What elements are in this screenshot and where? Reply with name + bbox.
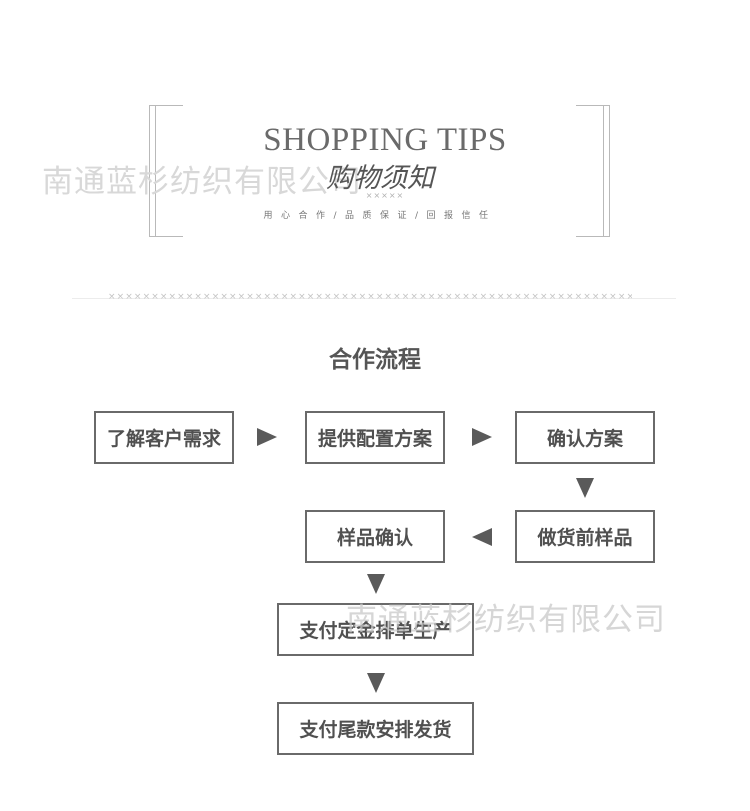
- header-bracket-right: [576, 105, 610, 237]
- arrow-left-icon: [472, 528, 492, 546]
- watermark-company-top: 南通蓝杉纺织有限公司: [42, 164, 362, 200]
- step-deposit-production: 支付定金排单生产: [277, 603, 474, 656]
- step-sample-confirm: 样品确认: [305, 510, 445, 563]
- header-bracket-left: [149, 105, 183, 237]
- arrow-down-icon: [576, 478, 594, 498]
- step-provide-plan: 提供配置方案: [305, 411, 445, 464]
- section-title-process: 合作流程: [329, 346, 421, 373]
- page-title-chinese: 购物须知: [326, 163, 434, 194]
- watermark-company-bottom: 南通蓝杉纺织有限公司: [346, 602, 666, 638]
- arrow-down-icon: [367, 574, 385, 594]
- divider-line: [72, 298, 676, 299]
- title-decoration: ×××××: [365, 191, 405, 200]
- step-pre-production-sample: 做货前样品: [515, 510, 655, 563]
- step-understand-needs: 了解客户需求: [94, 411, 234, 464]
- step-confirm-plan: 确认方案: [515, 411, 655, 464]
- step-final-payment-shipping: 支付尾款安排发货: [277, 702, 474, 755]
- arrow-down-icon: [367, 673, 385, 693]
- header-motto: 用心合作/品质保证/回报信任: [263, 211, 497, 221]
- divider-pattern: ××××××××××××××××××××××××××××××××××××××××…: [108, 292, 632, 302]
- arrow-right-icon: [472, 428, 492, 446]
- arrow-right-icon: [257, 428, 277, 446]
- page-title-english: SHOPPING TIPS: [263, 122, 507, 158]
